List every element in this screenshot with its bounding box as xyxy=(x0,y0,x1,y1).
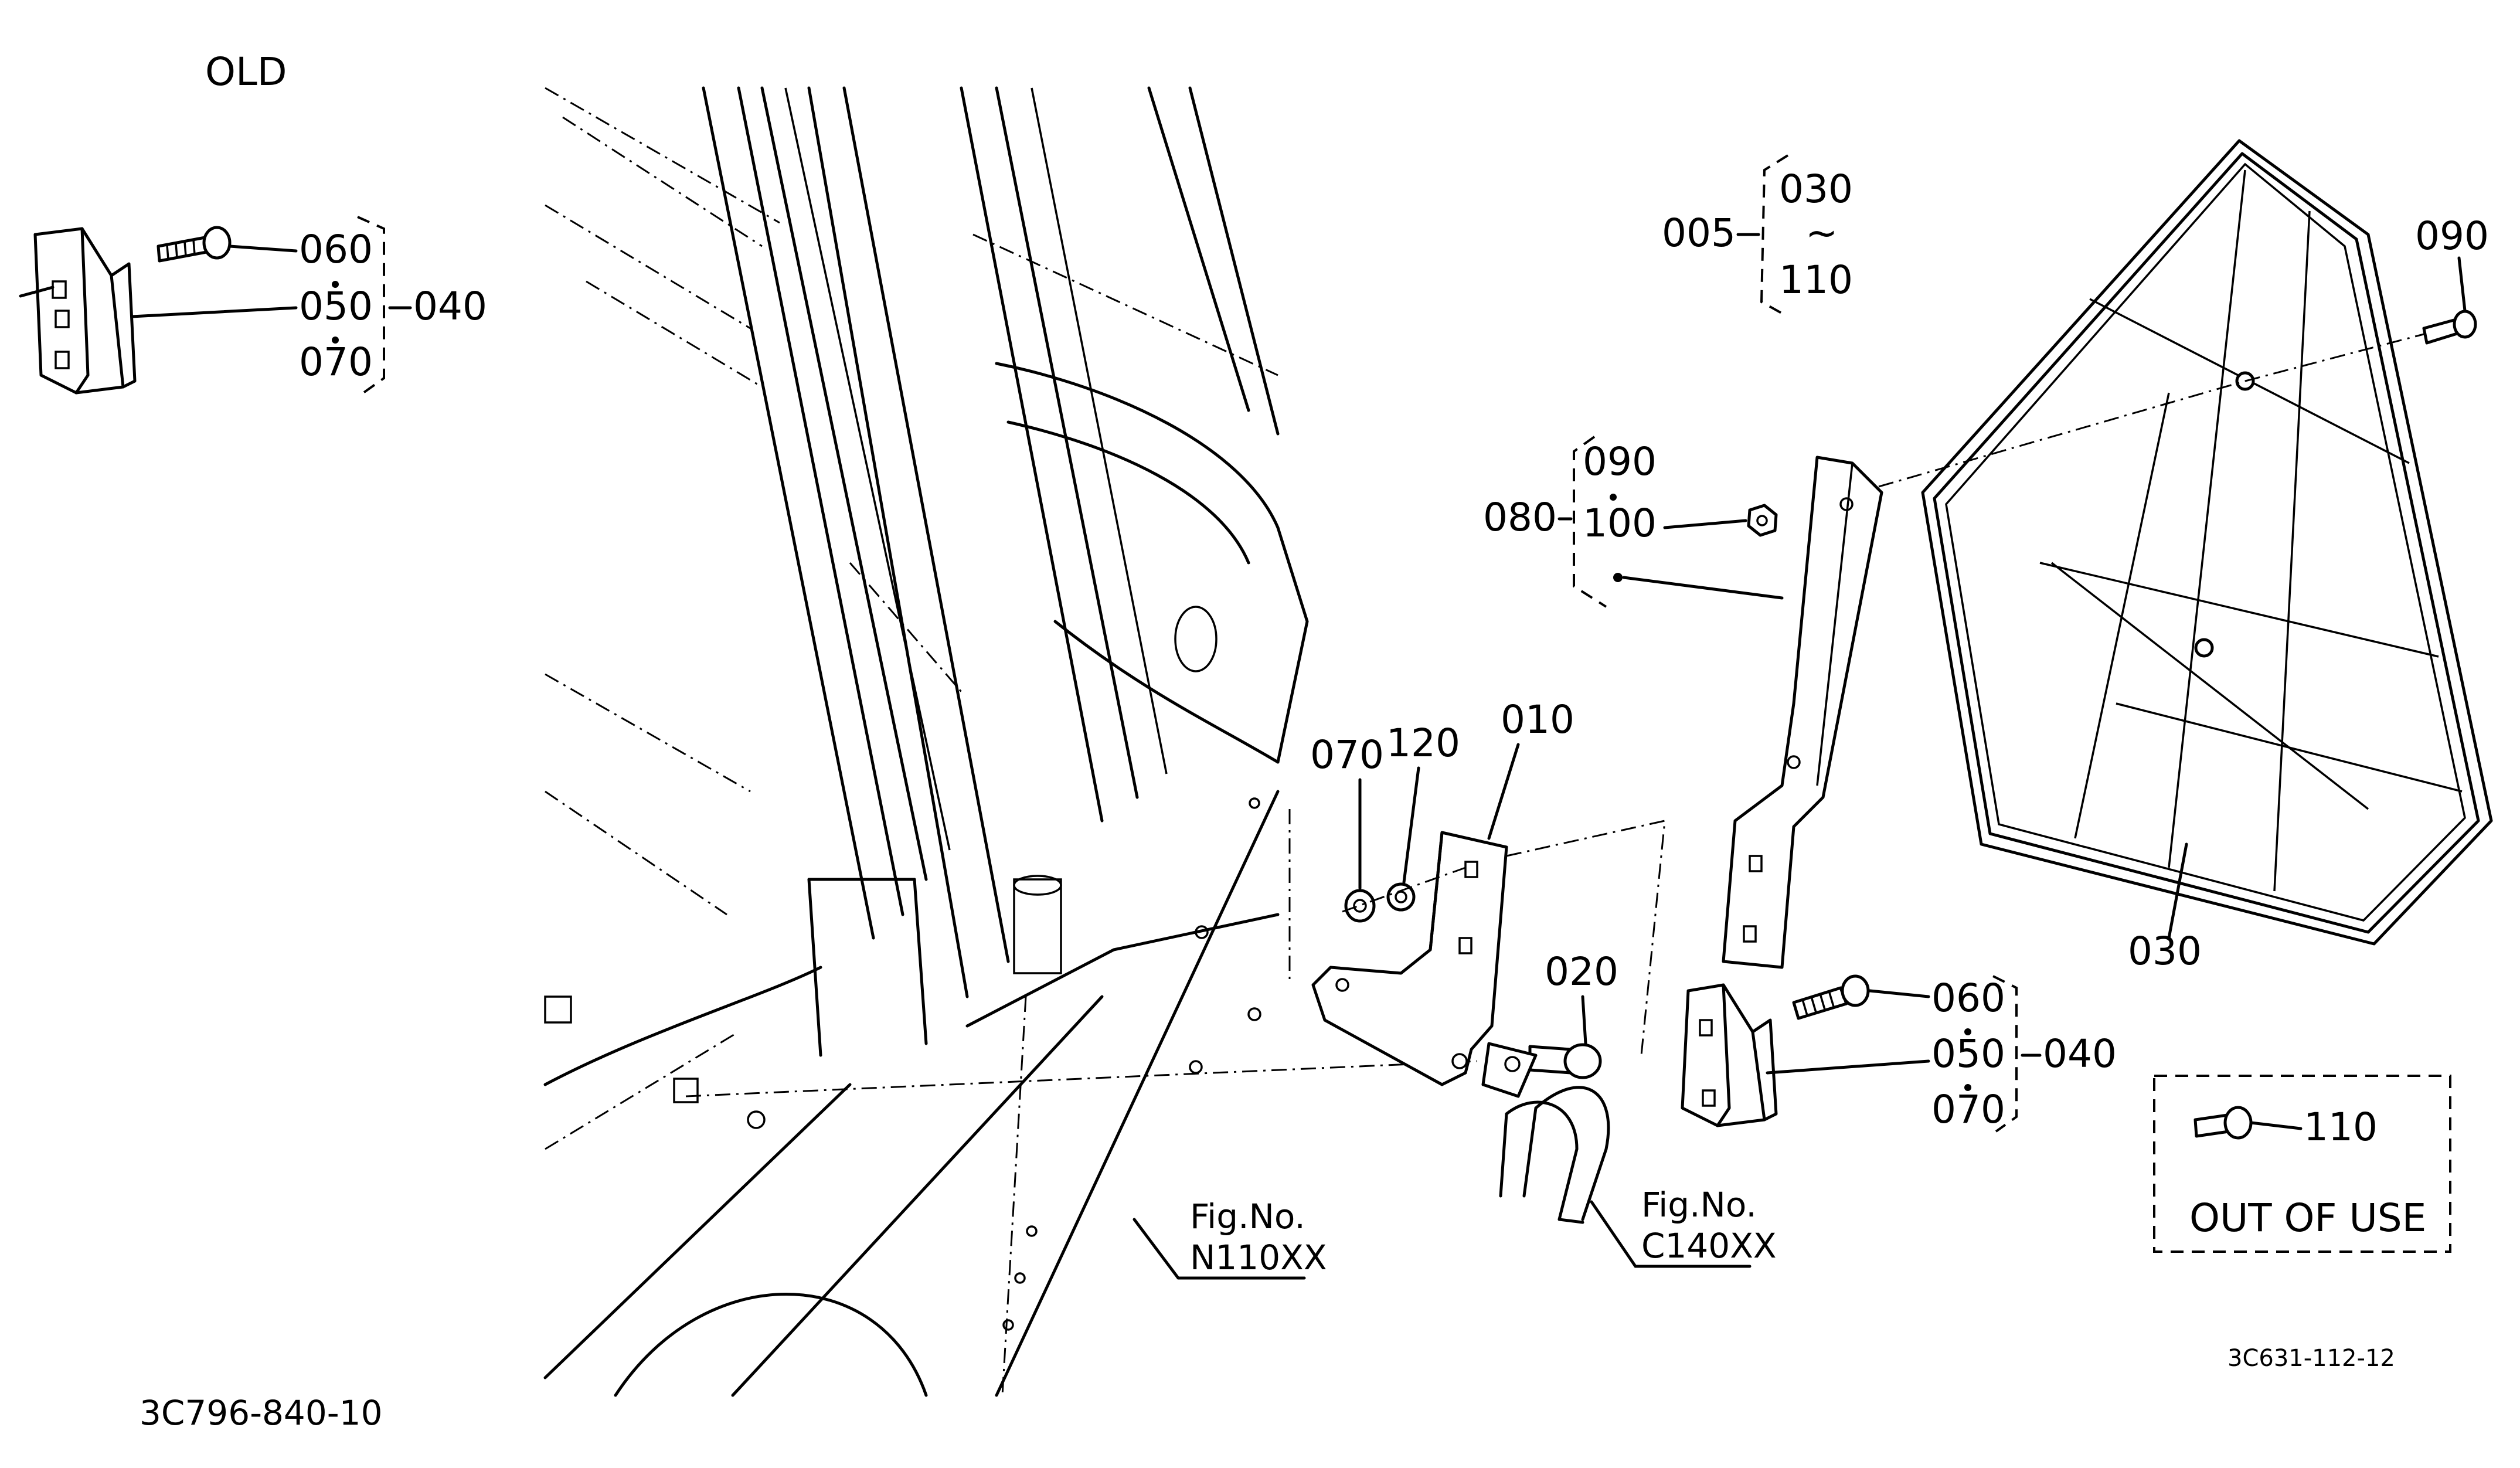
part-090b: 090 xyxy=(1583,439,1657,484)
old-part-050: 050 xyxy=(299,284,373,329)
old-title: OLD xyxy=(205,49,287,94)
old-part-060: 060 xyxy=(299,227,373,272)
old-screw-drawing xyxy=(157,226,232,263)
part-110: 110 xyxy=(2304,1105,2378,1150)
old-part-040: 040 xyxy=(413,284,487,329)
assembly-part-030: 030 xyxy=(1779,166,1853,212)
screw-110-drawing xyxy=(2193,1106,2253,1140)
assembly-005: 005 030 ~ 110 xyxy=(1662,154,1853,318)
part-060: 060 xyxy=(1931,976,2005,1021)
old-part-070: 070 xyxy=(299,339,373,385)
u-clip-drawing xyxy=(1481,1042,1610,1224)
part-120: 120 xyxy=(1386,721,1460,766)
drawing-code-left: 3C796-840-10 xyxy=(140,1393,382,1433)
fig-ref-n110-label: Fig.No. xyxy=(1190,1197,1305,1236)
assembly-part-110: 110 xyxy=(1779,257,1853,303)
drawing-code-right: 3C631-112-12 xyxy=(2227,1345,2395,1372)
part-070b: 070 xyxy=(1931,1087,2005,1132)
fig-ref-c140: Fig.No. C140XX xyxy=(1590,1185,1777,1268)
out-of-use-box: 110 OUT OF USE xyxy=(2153,1075,2451,1253)
fig-ref-n110: Fig.No. N110XX xyxy=(1133,1197,1327,1280)
plate-030-drawing xyxy=(1921,139,2493,946)
old-group: OLD 060 050 070 040 xyxy=(19,49,487,395)
part-100: 100 xyxy=(1583,501,1657,546)
nut-100-drawing xyxy=(1747,504,1778,537)
part-070: 070 xyxy=(1310,732,1384,777)
screw-090-drawing xyxy=(2422,310,2477,345)
part-080: 080 xyxy=(1483,495,1557,540)
part-040: 040 xyxy=(2043,1031,2117,1076)
new-screw-drawing xyxy=(1792,974,1870,1020)
new-bracket-drawing xyxy=(1681,983,1778,1127)
nut-070-drawing xyxy=(1344,889,1376,923)
washer-120-drawing xyxy=(1386,882,1416,912)
assembly-range-symbol: ~ xyxy=(1805,210,1838,256)
bolt-020-drawing xyxy=(1528,1043,1602,1079)
strip-bracket-drawing xyxy=(1722,456,1883,969)
part-030: 030 xyxy=(2128,929,2202,974)
fig-ref-c140-label: Fig.No. xyxy=(1641,1185,1757,1225)
bracket-010-drawing xyxy=(1311,831,1508,1086)
out-of-use-text: OUT OF USE xyxy=(2189,1195,2426,1241)
part-090: 090 xyxy=(2415,213,2489,259)
fig-ref-c140-code: C140XX xyxy=(1641,1226,1777,1266)
cab-frame-drawing xyxy=(543,86,1478,1397)
part-010: 010 xyxy=(1501,697,1574,742)
old-bracket-drawing xyxy=(19,227,137,395)
part-050: 050 xyxy=(1931,1031,2005,1076)
fig-ref-n110-code: N110XX xyxy=(1190,1238,1327,1277)
part-005: 005 xyxy=(1662,210,1736,256)
part-020: 020 xyxy=(1545,949,1618,994)
